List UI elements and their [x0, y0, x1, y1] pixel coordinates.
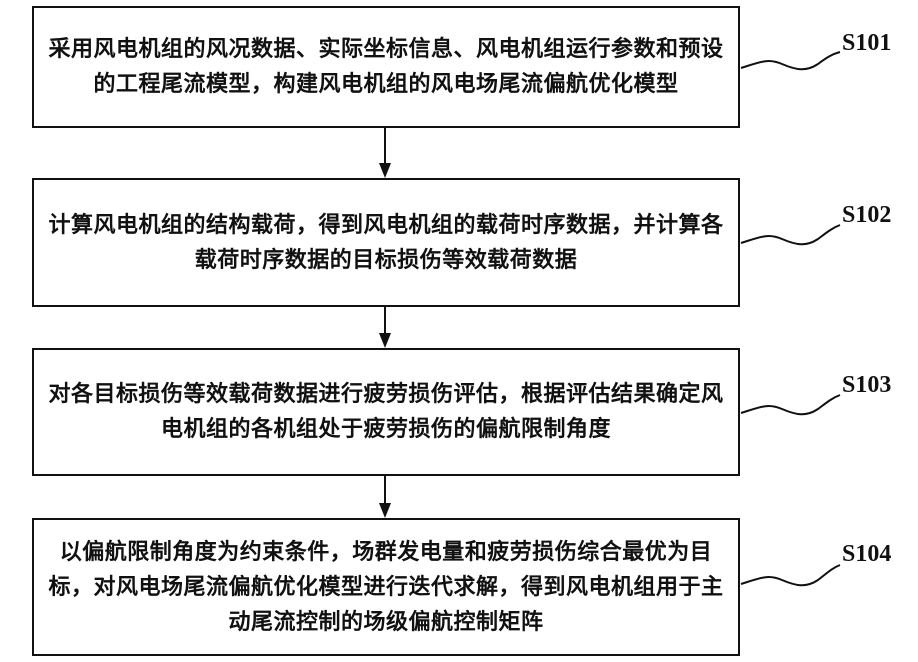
leader-line-s104: [741, 565, 840, 585]
leader-line-s101: [741, 52, 840, 69]
leader-line-s103: [741, 395, 840, 414]
arrow-s101-s102: [379, 128, 391, 178]
arrow-s102-s103: [379, 307, 391, 348]
arrow-s103-s104: [379, 476, 391, 518]
leader-line-s102: [741, 225, 840, 244]
